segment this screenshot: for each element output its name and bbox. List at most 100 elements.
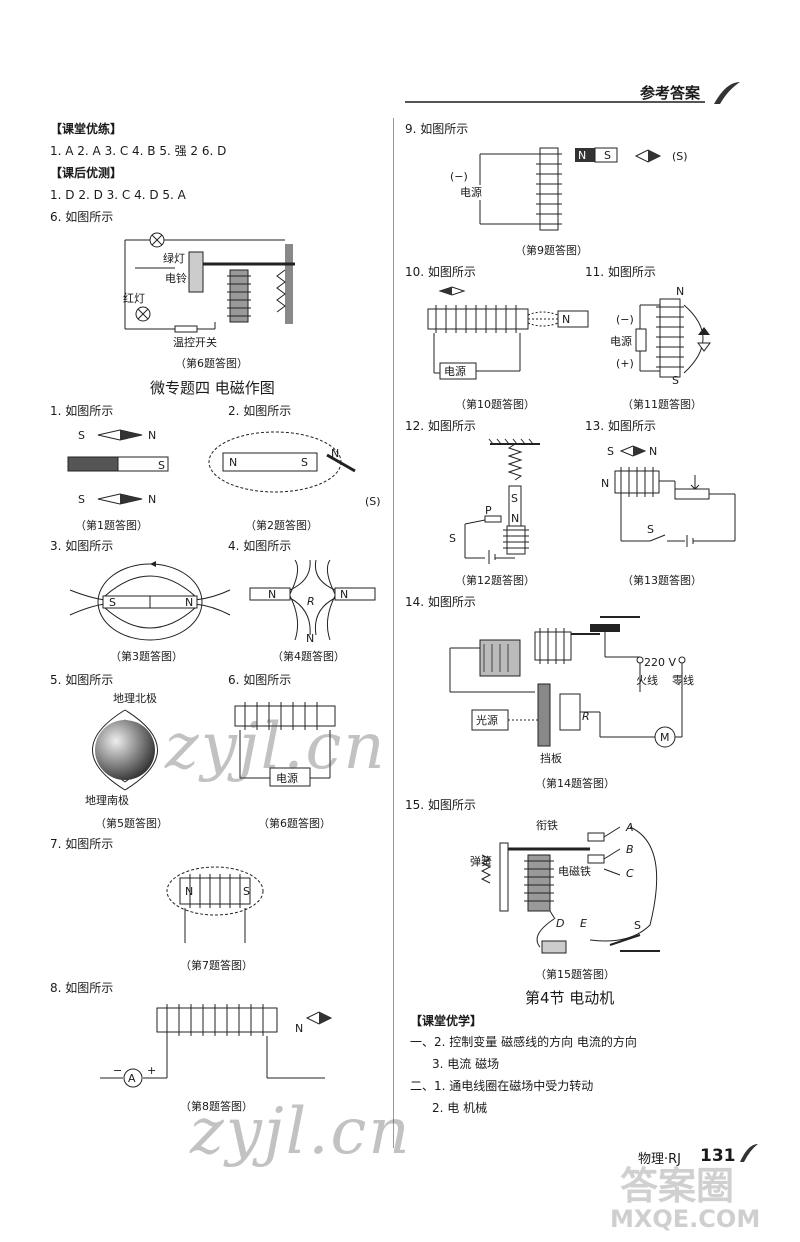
q13-text: 13. 如图所示 bbox=[585, 419, 656, 433]
svg-text:+: + bbox=[147, 1064, 156, 1077]
column-divider bbox=[393, 118, 394, 1148]
fig10-power-label: 电源 bbox=[444, 364, 466, 378]
svg-text:N: N bbox=[148, 493, 156, 506]
fig15-armature-label: 衔铁 bbox=[536, 819, 558, 832]
svg-text:S: S bbox=[158, 459, 165, 472]
svg-text:N: N bbox=[649, 445, 657, 458]
svg-text:−: − bbox=[113, 1064, 122, 1077]
fig6b-caption: （第6题答图） bbox=[258, 817, 331, 830]
q10-text: 10. 如图所示 bbox=[405, 265, 476, 279]
q9-text: 9. 如图所示 bbox=[405, 122, 469, 136]
fig10-solenoid-circuit-diagram: N 电源 bbox=[427, 286, 589, 380]
fig14-fire-label: 火线 bbox=[636, 673, 658, 687]
svg-text:N: N bbox=[601, 477, 609, 490]
q3-text: 3. 如图所示 bbox=[50, 539, 114, 553]
fig12-caption: （第12题答图） bbox=[455, 574, 535, 587]
fig9-power-label: 电源 bbox=[460, 185, 482, 199]
fig14-zero-label: 零线 bbox=[672, 673, 694, 687]
svg-text:N: N bbox=[676, 285, 684, 298]
q4-text: 4. 如图所示 bbox=[228, 539, 292, 553]
svg-text:N: N bbox=[331, 447, 339, 460]
fig11-power-label: 电源 bbox=[610, 334, 632, 348]
q6-text: 6. 如图所示 bbox=[50, 210, 114, 224]
fig15-caption: （第15题答图） bbox=[535, 968, 615, 981]
q6b-text: 6. 如图所示 bbox=[228, 673, 292, 687]
fig10-caption: （第10题答图） bbox=[455, 398, 535, 411]
svg-text:N: N bbox=[268, 588, 276, 601]
svg-text:R: R bbox=[582, 710, 590, 723]
section-title-topic4: 微专题四 电磁作图 bbox=[150, 379, 275, 397]
svg-text:A: A bbox=[128, 1072, 136, 1085]
page-number: 131 bbox=[700, 1146, 736, 1166]
fig5-north-label: 地理北极 bbox=[113, 691, 157, 705]
svg-text:N: N bbox=[511, 512, 519, 525]
svg-text:N: N bbox=[562, 313, 570, 326]
answer-line-3: 二、1. 通电线圈在磁场中受力转动 bbox=[410, 1079, 594, 1093]
svg-text:C: C bbox=[626, 867, 634, 880]
fig9-s-label: (S) bbox=[672, 150, 688, 163]
fig6-switch-label: 温控开关 bbox=[173, 335, 217, 349]
svg-text:B: B bbox=[626, 843, 634, 856]
fig5-caption: （第5题答图） bbox=[95, 817, 168, 830]
fig6b-solenoid-diagram: 电源 bbox=[234, 702, 336, 787]
fig15-spring-label: 弹簧 bbox=[470, 854, 492, 868]
svg-text:E: E bbox=[580, 917, 587, 930]
fig14-caption: （第14题答图） bbox=[535, 777, 615, 790]
q7-text: 7. 如图所示 bbox=[50, 837, 114, 851]
fig6-red-label: 红灯 bbox=[123, 292, 145, 305]
fig13-caption: （第13题答图） bbox=[622, 574, 702, 587]
fig15-magnet-label: 电磁铁 bbox=[558, 865, 591, 878]
svg-text:S: S bbox=[647, 523, 654, 536]
footer-leaf-icon bbox=[740, 1144, 758, 1162]
svg-text:N: N bbox=[306, 632, 314, 645]
after-class-label: 【课后优测】 bbox=[50, 166, 123, 180]
fig5-south-label: 地理南极 bbox=[85, 793, 129, 807]
fig14-220v-label: 220 V bbox=[644, 656, 676, 669]
fig6-green-label: 绿灯 bbox=[163, 251, 185, 265]
fig9-caption: （第9题答图） bbox=[515, 244, 588, 257]
svg-text:N: N bbox=[340, 588, 348, 601]
fig4-field-lines-diagram: N N R N bbox=[249, 559, 376, 645]
svg-text:S: S bbox=[511, 492, 518, 505]
section-title-motor: 第4节 电动机 bbox=[525, 989, 615, 1007]
classroom-answers: 1. A 2. A 3. C 4. B 5. 强 2 6. D bbox=[50, 144, 227, 158]
fig1-caption: （第1题答图） bbox=[75, 519, 148, 532]
fig6-bell-label: 电铃 bbox=[165, 271, 187, 285]
fig5-earth-field-diagram: 地理北极 地理南极 bbox=[85, 691, 158, 807]
fig11-plus-label: (+) bbox=[616, 357, 634, 370]
header-title: 参考答案 bbox=[640, 84, 701, 102]
q8-text: 8. 如图所示 bbox=[50, 981, 114, 995]
svg-text:(S): (S) bbox=[365, 495, 381, 508]
after-class-answers: 1. D 2. D 3. C 4. D 5. A bbox=[50, 188, 186, 202]
fig13-solenoid-rheostat-diagram: S N N S bbox=[601, 445, 736, 547]
header-leaf-icon bbox=[714, 82, 740, 104]
svg-text:R: R bbox=[307, 595, 315, 608]
watermark-1: zyjl.cn bbox=[165, 710, 387, 784]
svg-text:S: S bbox=[243, 885, 250, 898]
svg-text:M: M bbox=[660, 731, 670, 744]
watermark-2: zyjl.cn bbox=[190, 1095, 412, 1169]
q2-text: 2. 如图所示 bbox=[228, 404, 292, 418]
svg-text:N: N bbox=[229, 456, 237, 469]
fig11-minus-label: (−) bbox=[616, 313, 634, 326]
fig8-ammeter-circuit-diagram: N A−+ bbox=[100, 1004, 333, 1088]
site-watermark: MXQE.COM bbox=[610, 1205, 761, 1233]
fig12-spring-magnet-diagram: SN P S bbox=[449, 438, 540, 564]
q12-text: 12. 如图所示 bbox=[405, 419, 476, 433]
fig11-caption: （第11题答图） bbox=[622, 398, 702, 411]
svg-text:N: N bbox=[578, 149, 586, 162]
svg-text:S: S bbox=[672, 374, 679, 387]
header-rule bbox=[405, 101, 705, 103]
svg-text:S: S bbox=[607, 445, 614, 458]
svg-text:P: P bbox=[485, 504, 492, 517]
svg-text:D: D bbox=[556, 917, 564, 930]
svg-text:S: S bbox=[78, 429, 85, 442]
fig8-caption: （第8题答图） bbox=[180, 1100, 253, 1113]
footer-subject: 物理·RJ bbox=[638, 1152, 681, 1167]
q14-text: 14. 如图所示 bbox=[405, 595, 476, 609]
svg-text:S: S bbox=[604, 149, 611, 162]
classroom-learning-label: 【课堂优学】 bbox=[410, 1014, 483, 1028]
